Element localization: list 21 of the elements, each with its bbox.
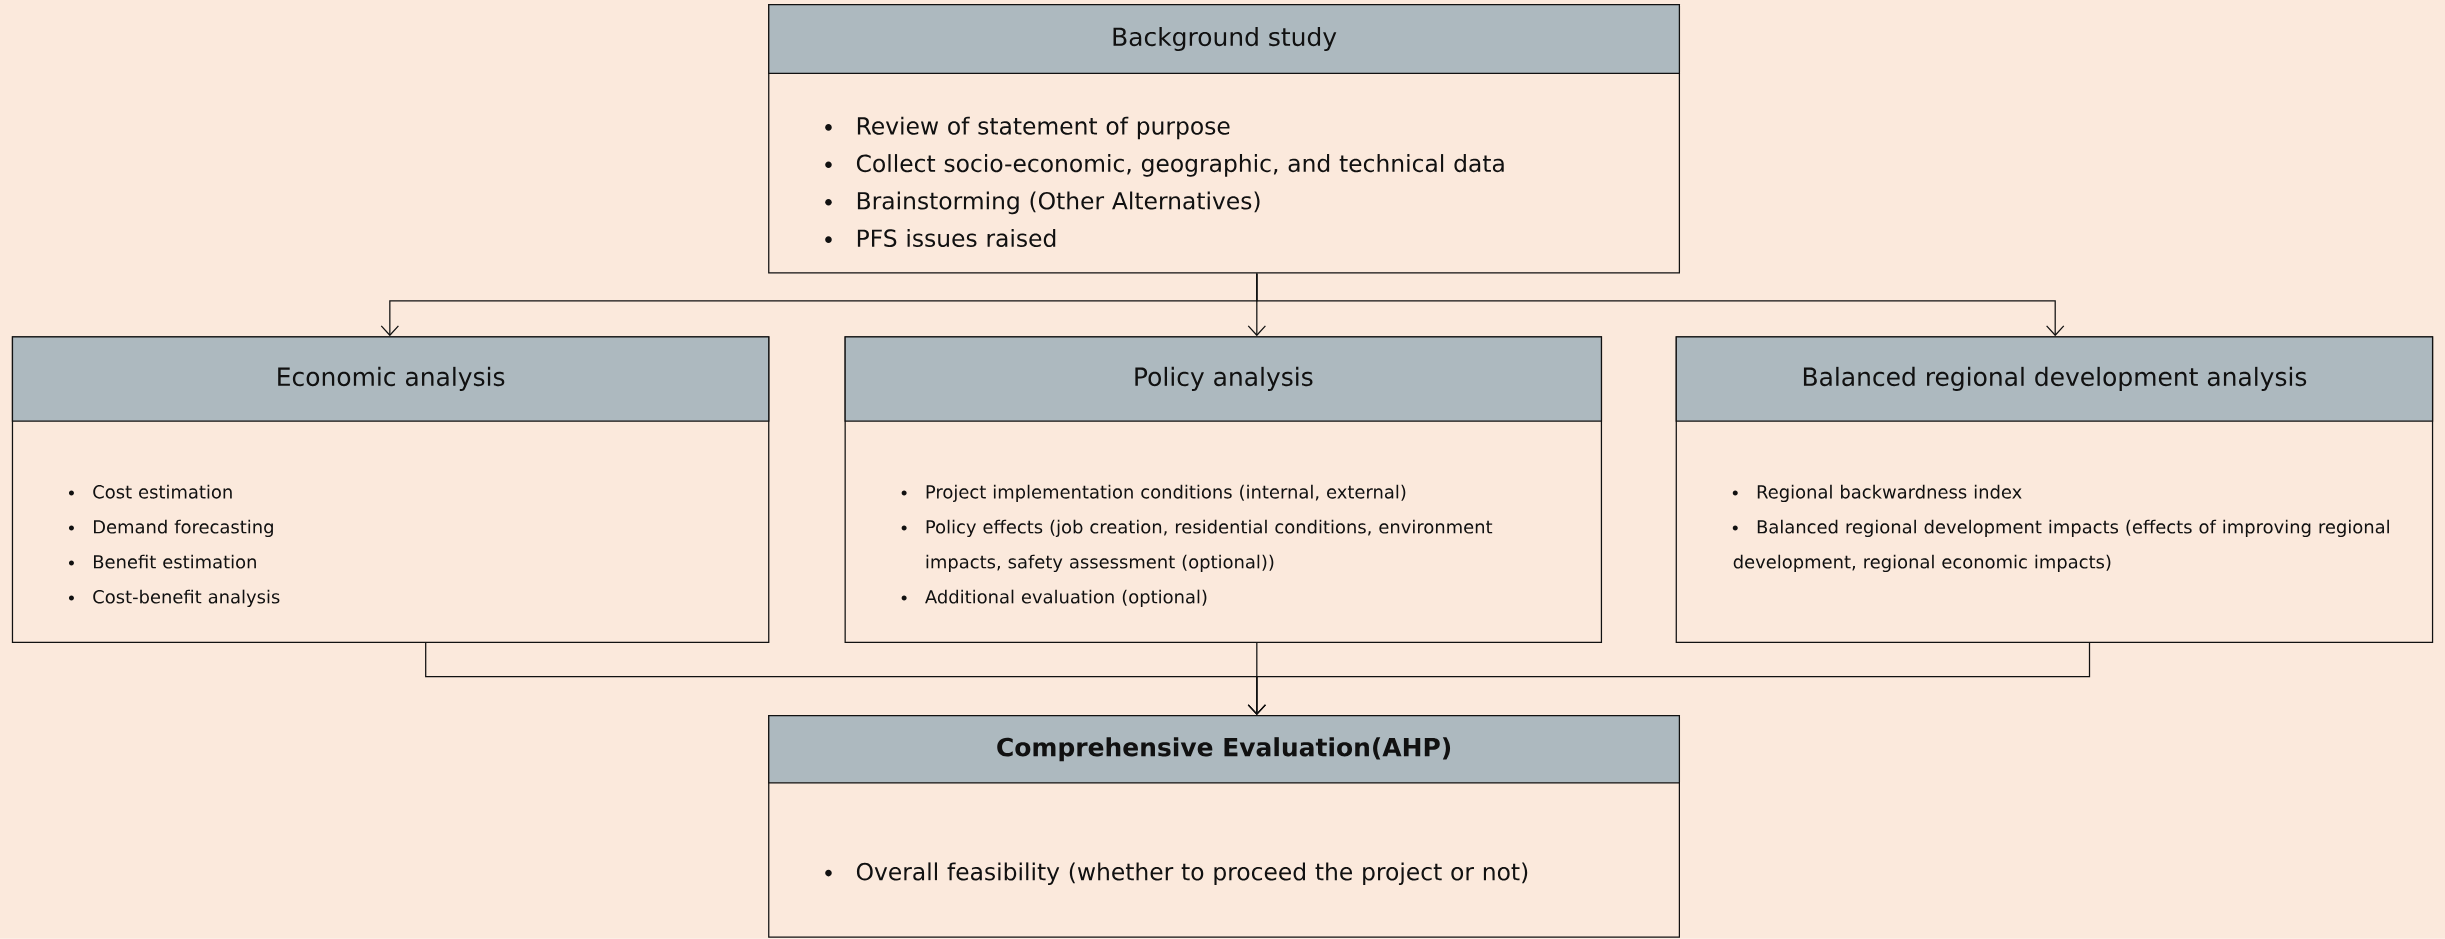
bullet-item: Cost estimation	[68, 484, 232, 499]
bullet-item: Project implementation conditions (internal, external)	[901, 484, 1406, 503]
arrow	[1247, 642, 2091, 716]
bullet-item: Overall feasibility (whether to proceed the project or not)	[825, 862, 1528, 886]
bullet-item: Demand forecasting	[68, 519, 273, 538]
bullet-item: Policy effects (job creation, residential conditions, environment impacts, safety assessment (optional))	[901, 519, 1493, 573]
box-heading: Economic analysis	[278, 367, 505, 392]
bullet-item: PFS issues raised	[825, 229, 1056, 248]
box-heading: Comprehensive Evaluation(AHP)	[997, 737, 1451, 762]
bullet-item: Regional backwardness index	[1732, 484, 2022, 503]
bullet-item: Additional evaluation (optional)	[901, 589, 1207, 608]
bullet-item: Brainstorming (Other Alternatives)	[825, 191, 1260, 215]
box-heading: Background study	[1113, 27, 1337, 52]
box-heading: Balanced regional development analysis	[1803, 367, 2307, 392]
arrow	[1256, 273, 2065, 337]
bullet-item: Cost-benefit analysis	[68, 589, 280, 608]
bullet-item: Collect socio-economic, geographic, and technical data	[825, 154, 1504, 177]
bullet-item: Benefit estimation	[68, 554, 256, 569]
bullet-item: Balanced regional development impacts (effects of improving regional development, regional economic impacts)	[1732, 519, 2389, 573]
bullet-item: Review of statement of purpose	[825, 116, 1230, 140]
box-heading: Policy analysis	[1135, 367, 1313, 392]
